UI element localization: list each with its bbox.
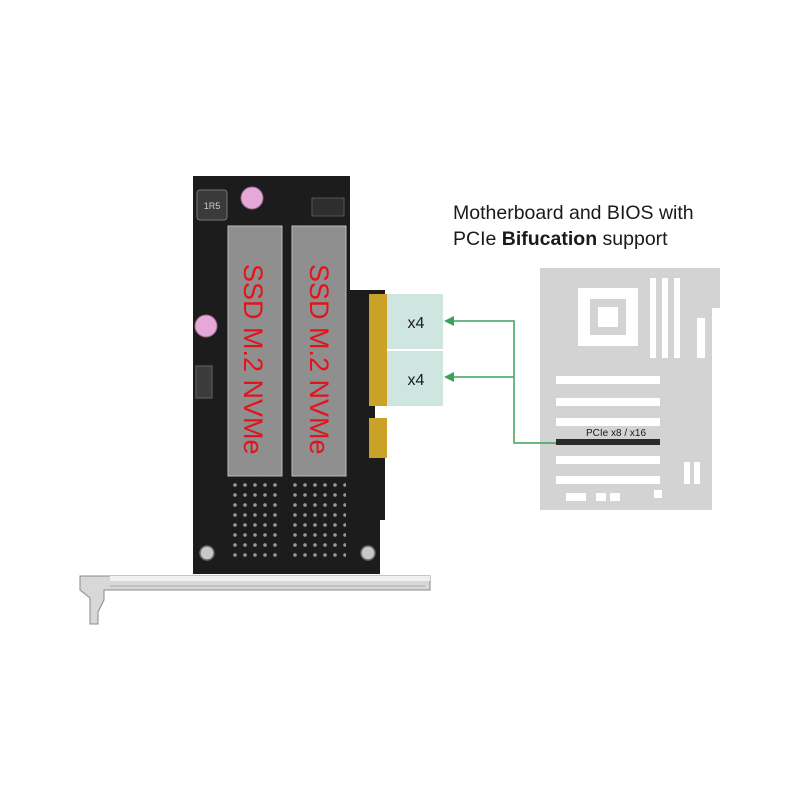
caption-line-2-suffix: support <box>597 228 668 250</box>
mounting-bracket <box>79 575 431 625</box>
screw-right <box>360 545 376 561</box>
lane-label-1: x4 <box>408 315 425 332</box>
io-strip <box>697 318 705 358</box>
ssd-slot-1: SSD M.2 NVMe <box>227 225 283 558</box>
lane-label-2: x4 <box>408 372 425 389</box>
pcb-board <box>193 176 385 574</box>
controller-chip <box>311 197 345 217</box>
caption: Motherboard and BIOS with PCIe Bifucatio… <box>453 200 694 252</box>
expansion-slot <box>556 456 660 464</box>
capacitor-left <box>194 314 218 338</box>
screw-left <box>199 545 215 561</box>
lane-box-1: x4 <box>387 294 443 349</box>
caption-line-2-prefix: PCIe <box>453 228 502 250</box>
arrow-to-lane-1 <box>444 316 556 444</box>
expansion-slot <box>556 418 660 426</box>
inductor <box>196 189 228 221</box>
expansion-slot <box>556 376 660 384</box>
memory-slot <box>674 278 680 358</box>
expansion-slot <box>556 476 660 484</box>
ssd-slot-1-label: SSD M.2 NVMe <box>238 264 268 455</box>
pcie-card: 1R5 SSD M.2 NVMe SSD M.2 NVMe <box>79 176 431 625</box>
lane-arrows <box>444 316 556 444</box>
memory-slot <box>662 278 668 358</box>
expansion-slot <box>556 398 660 406</box>
capacitor-top <box>240 186 264 210</box>
memory-slot <box>650 278 656 358</box>
lane-box-2: x4 <box>387 351 443 406</box>
inductor-marking: 1R5 <box>204 201 221 211</box>
connector-header <box>195 365 213 399</box>
caption-line-2: PCIe Bifucation support <box>453 226 694 252</box>
pcie-slot-label: PCIe x8 / x16 <box>586 428 646 439</box>
ssd-slot-2: SSD M.2 NVMe <box>291 225 347 558</box>
pcie-slot <box>556 439 660 445</box>
caption-bold-word: Bifucation <box>501 228 598 250</box>
gold-edge-connector <box>369 294 387 458</box>
caption-line-1: Motherboard and BIOS with <box>453 202 694 224</box>
motherboard: PCIe x8 / x16 <box>540 268 720 510</box>
ssd-slot-2-label: SSD M.2 NVMe <box>304 264 334 455</box>
